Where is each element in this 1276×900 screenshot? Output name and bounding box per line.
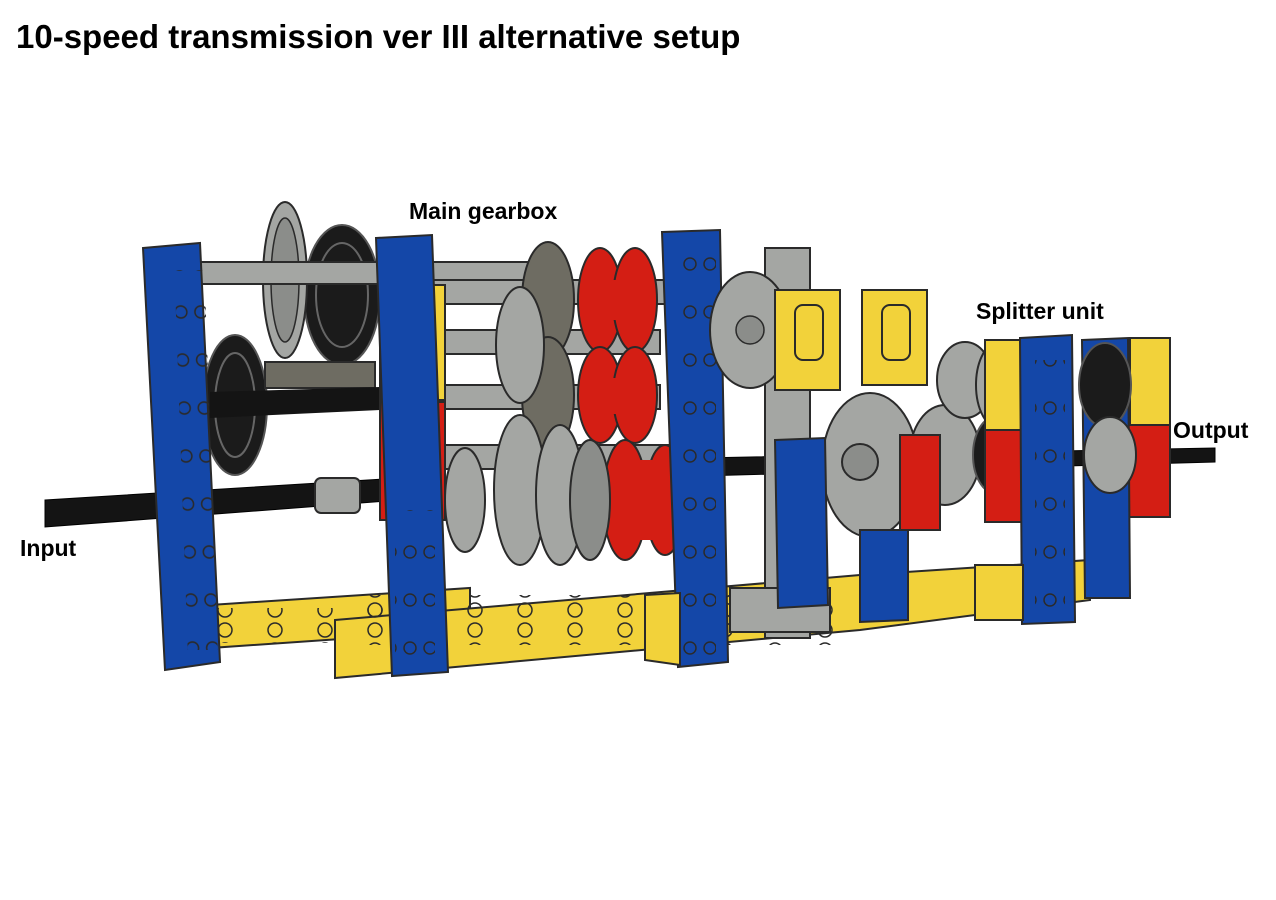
red-block-splitter [984,424,1171,523]
input-axle [44,477,401,528]
blue-beam-main [374,233,450,678]
output-label: Output [1173,417,1249,443]
red-clutch-middle [577,346,658,444]
page-title: 10-speed transmission ver III alternativ… [16,18,741,55]
gear-dark-tire-upper [303,224,381,366]
red-clutch-upper [577,247,658,353]
yellow-blocks-right-upper [774,289,928,391]
gear-light-cluster [444,286,611,566]
yellow-base-splitter [974,564,1024,621]
blue-beam-right-lower [773,436,909,624]
lower-shaft [210,361,380,418]
splitter-output-gears [1078,342,1137,494]
main-gearbox-label: Main gearbox [409,198,558,224]
yellow-block-splitter [984,337,1171,431]
blue-beam-left [141,241,222,672]
splitter-unit-label: Splitter unit [976,298,1104,324]
input-label: Input [20,535,77,561]
red-clutch-lower [602,439,686,561]
red-block-right [899,434,941,531]
gear-light-right-upper [709,271,791,389]
